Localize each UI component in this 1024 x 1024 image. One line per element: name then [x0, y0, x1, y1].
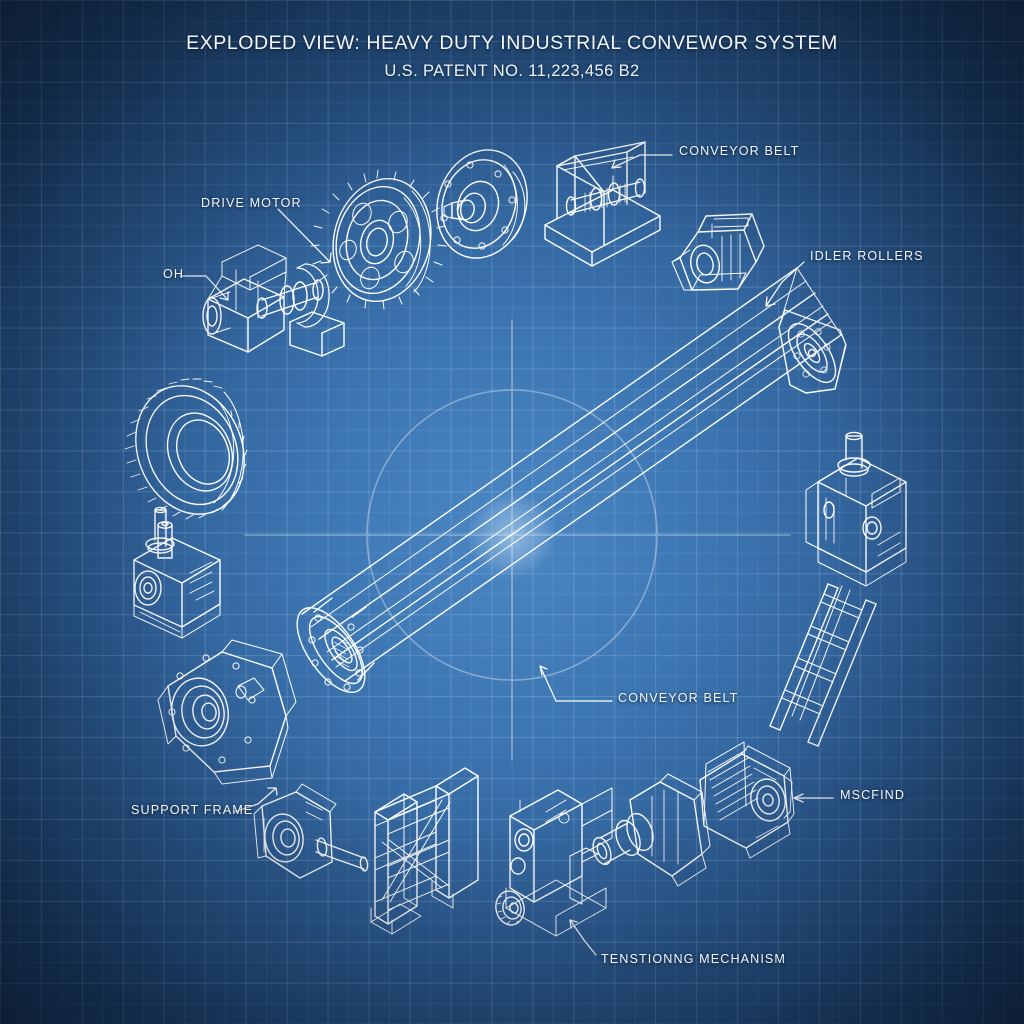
part-gearbox-right	[805, 431, 907, 587]
part-coupling-hub	[253, 783, 369, 879]
part-drive-motor-unit	[202, 244, 345, 357]
part-main-conveyor-drum	[296, 267, 847, 693]
part-spur-gear-large	[310, 169, 447, 310]
part-bearing-block	[544, 141, 661, 267]
part-ladder-rail	[769, 583, 877, 747]
part-flange-hub-plate	[436, 149, 528, 259]
part-idler-roller-housing	[671, 213, 765, 291]
part-tension-bracket	[495, 787, 613, 937]
part-support-frame-truss	[370, 767, 479, 935]
part-gearbox-left	[133, 506, 221, 639]
part-finned-motor	[699, 741, 795, 859]
part-motor-end-bell	[157, 639, 297, 785]
part-helical-ring-gear	[124, 378, 248, 559]
